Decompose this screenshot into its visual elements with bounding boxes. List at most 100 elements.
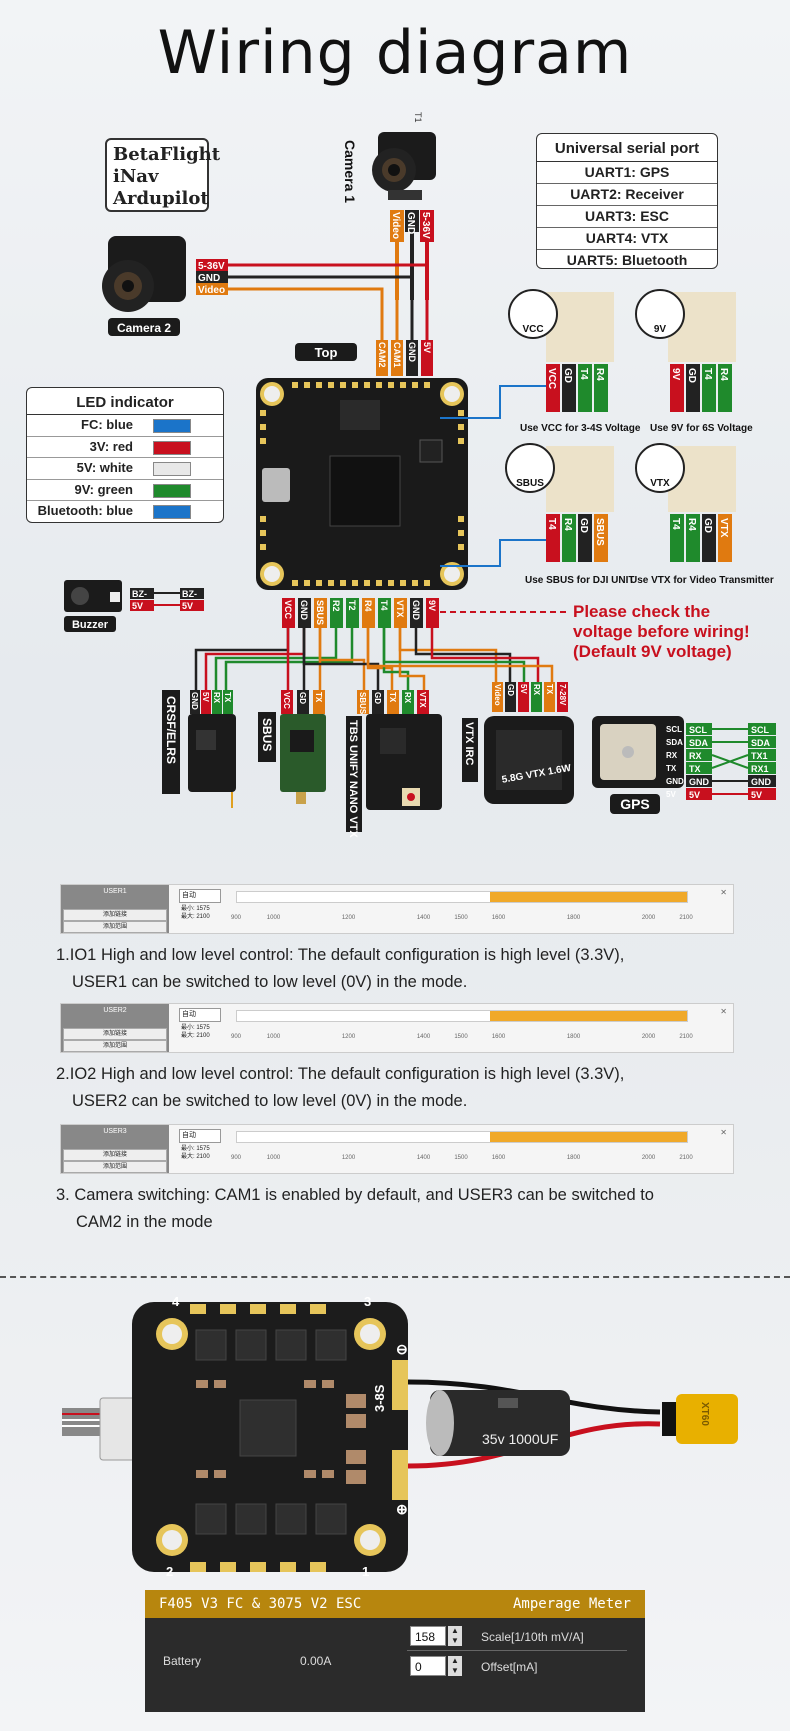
- range-min: 最小: 1575: [181, 1146, 210, 1152]
- selector-pin: 9V: [670, 368, 681, 381]
- selector-9v: [635, 289, 736, 412]
- add-link-button[interactable]: 添加链接: [63, 1028, 167, 1040]
- gps-wire-in: RX: [689, 751, 702, 761]
- close-icon[interactable]: ✕: [720, 1128, 727, 1137]
- range-slider[interactable]: [236, 1010, 688, 1022]
- description-1: 1.IO1 High and low level control: The de…: [56, 942, 624, 996]
- gps-wire-out: 5V: [751, 790, 762, 800]
- led-label: 3V: red: [89, 438, 133, 454]
- selector-pin: R4: [686, 518, 697, 531]
- mode-select[interactable]: 自动: [179, 1129, 221, 1143]
- positive-icon: ⊕: [396, 1501, 408, 1517]
- selector-badge: SBUS: [516, 478, 544, 489]
- description-line: USER1 can be switched to low level (0V) …: [72, 973, 468, 991]
- vtx-label: VTX IRC: [463, 722, 475, 765]
- bottom-pad-label: GND: [411, 600, 421, 621]
- warning-line: (Default 9V voltage): [573, 642, 732, 661]
- serial-port-row: UART1: GPS: [537, 162, 717, 184]
- range-tick: 1200: [341, 1034, 356, 1040]
- selector-pin: T4: [578, 368, 589, 380]
- crsf-receiver: [188, 714, 236, 808]
- crsf-label: CRSF/ELRS: [164, 696, 178, 764]
- offset-stepper-icon[interactable]: ▲▼: [448, 1656, 462, 1676]
- sbus-receiver: [280, 714, 326, 804]
- close-icon[interactable]: ✕: [720, 1007, 727, 1016]
- vtx-pin: 5V: [519, 684, 528, 694]
- add-link-button[interactable]: 添加链接: [63, 1149, 167, 1161]
- range-tick: 1000: [266, 1034, 281, 1040]
- description-line: 2.IO2 High and low level control: The de…: [56, 1065, 625, 1083]
- firmware-box: BetaFlight iNav Ardupilot: [105, 138, 221, 212]
- tbs-pin: RX: [403, 692, 412, 704]
- cam2-wire-label: Video: [198, 285, 225, 296]
- buzzer-pin: BZ-: [182, 589, 197, 599]
- bottom-pad-label: T4: [379, 600, 389, 611]
- tbs-label: TBS UNIFY NANO VTX: [347, 720, 359, 838]
- cam2-wire-label: 5-36V: [198, 261, 225, 272]
- scale-input[interactable]: 158: [410, 1626, 446, 1646]
- led-row: 9V: green: [27, 480, 223, 501]
- selector-pin: R4: [594, 368, 605, 381]
- selector-badge: 9V: [654, 324, 667, 335]
- range-slider[interactable]: [236, 891, 688, 903]
- mode-select[interactable]: 自动: [179, 1008, 221, 1022]
- mode-select[interactable]: 自动: [179, 889, 221, 903]
- close-icon[interactable]: ✕: [720, 888, 727, 897]
- sbus-label: SBUS: [260, 718, 274, 751]
- buzzer-label: Buzzer: [72, 619, 109, 631]
- selector-vtx: [635, 443, 736, 562]
- led-row: 5V: white: [27, 458, 223, 480]
- led-swatch: [153, 483, 191, 498]
- selector-pin: SBUS: [594, 518, 605, 546]
- cam1-wire-label: GND: [405, 212, 416, 234]
- add-range-button[interactable]: 添加范围: [63, 1161, 167, 1173]
- battery-value: 0.00A: [300, 1654, 332, 1668]
- offset-label: Offset[mA]: [481, 1660, 538, 1674]
- vtx-pin: TX: [545, 684, 554, 695]
- warning-line: Please check the: [573, 602, 711, 621]
- offset-input[interactable]: 0: [410, 1656, 446, 1676]
- bottom-pad-label: SBUS: [315, 600, 325, 625]
- vtx-irc: [484, 716, 574, 804]
- top-pad-label: 5V: [422, 342, 432, 353]
- description-line: 1.IO1 High and low level control: The de…: [56, 946, 625, 964]
- mode-name: USER3: [103, 1128, 127, 1135]
- add-link-button[interactable]: 添加链接: [63, 909, 167, 921]
- gps-label: GPS: [620, 796, 650, 812]
- range-tick: 1600: [491, 1034, 506, 1040]
- esc-corner: 3: [364, 1294, 371, 1309]
- firmware-item: BetaFlight: [113, 144, 221, 165]
- range-slider[interactable]: [236, 1131, 688, 1143]
- scale-stepper-icon[interactable]: ▲▼: [448, 1626, 462, 1646]
- vtx-pin: 7-28V: [558, 684, 567, 706]
- selector-pin: GD: [578, 518, 589, 533]
- serial-port-box: Universal serial port UART1: GPS UART2: …: [536, 133, 718, 269]
- selector-note: Use 9V for 6S Voltage: [650, 423, 753, 434]
- cam2-wire-label: GND: [198, 273, 220, 284]
- connector-label: XT60: [699, 1402, 710, 1426]
- gps-wire-out: TX1: [751, 751, 768, 761]
- buzzer-pin: BZ-: [132, 589, 147, 599]
- add-range-button[interactable]: 添加范围: [63, 921, 167, 933]
- esc-diagram: 4 3 2 1 3-8S ⊖ ⊕ 35v 1000UF XT60: [62, 1294, 738, 1579]
- crsf-pin: 5V: [201, 692, 210, 702]
- range-tick: 1600: [491, 1155, 506, 1161]
- range-tick: 2000: [641, 1155, 656, 1161]
- cam1-wire-label: Video: [390, 212, 401, 239]
- mode-name-cell: USER2 添加链接 添加范围: [61, 1004, 169, 1052]
- range-tick: 900: [230, 1034, 242, 1040]
- description-3: 3. Camera switching: CAM1 is enabled by …: [56, 1182, 654, 1236]
- selector-pin: VTX: [718, 518, 729, 538]
- warning-line: voltage before wiring!: [573, 622, 750, 641]
- add-range-button[interactable]: 添加范围: [63, 1040, 167, 1052]
- capacitor-label: 35v 1000UF: [482, 1431, 558, 1447]
- cam1-wire-label: 5-36V: [420, 212, 431, 239]
- range-tick: 1200: [341, 915, 356, 921]
- esc-cells: 3-8S: [372, 1384, 387, 1412]
- meter-section: Amperage Meter: [512, 1596, 631, 1612]
- selector-pin: T4: [546, 518, 557, 530]
- bottom-pads: [282, 598, 439, 628]
- battery-label: Battery: [163, 1654, 202, 1668]
